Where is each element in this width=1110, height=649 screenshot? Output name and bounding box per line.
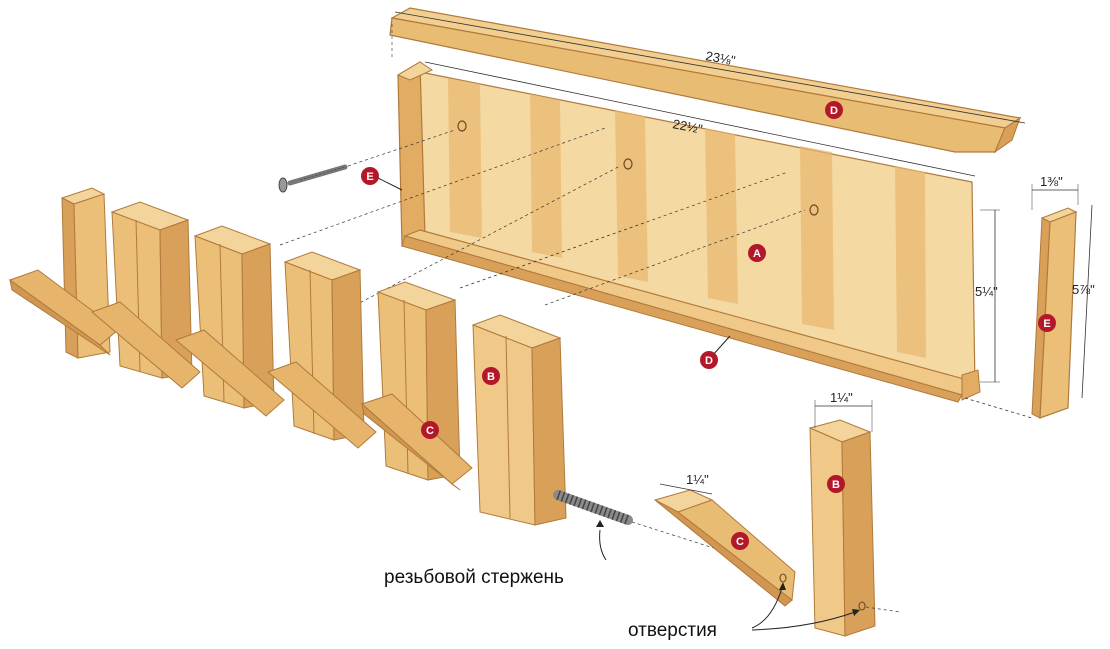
dim-hook-width: 1¼" [686,472,709,487]
badge-b-single: B [827,475,845,493]
dimension-back-height: 5¼" [975,209,1000,383]
dimension-hook-width: 1¼" [659,472,713,495]
badge-c-row: C [421,421,439,439]
dim-side-width: 1⅜" [1040,174,1063,189]
label-threaded-rod: резьбовой стержень [384,567,564,588]
badge-e-right: E [1038,314,1056,332]
badge-e-right-label: E [1043,318,1050,330]
badge-e-left-label: E [366,171,373,183]
badge-b-row: B [482,367,500,385]
label-holes: отверстия [628,620,717,641]
badge-e-left: E [361,167,403,191]
badge-b-single-label: B [832,479,840,491]
dimension-side-width: 1⅜" [1031,174,1079,210]
peg-piece-b [808,419,901,637]
dim-back-height: 5¼" [975,284,998,299]
badge-a-label: A [753,248,761,260]
dim-top-length: 23⅛" [704,48,736,68]
dimension-side-height: 5⅞" [1072,204,1095,399]
dimension-peg-width: 1¼" [814,390,873,432]
badge-c-single-label: C [736,536,744,548]
badge-c-single: C [731,532,749,550]
dim-peg-width: 1¼" [830,390,853,405]
threaded-rod [553,490,721,561]
badge-d-bottom: D [700,335,731,369]
peg-assembly-row [8,187,567,526]
hook-piece-c [653,489,796,607]
badge-d-bottom-label: D [705,355,713,367]
screw [278,129,456,193]
side-piece-e [1031,207,1078,419]
badge-c-row-label: C [426,425,434,437]
assembly-lines [279,127,806,309]
label-holes-group: отверстия [628,582,860,641]
badge-d-top: D [825,101,843,119]
dimension-top-length: 23⅛" [391,11,1026,124]
dim-back-length: 22½" [671,116,704,137]
badge-b-row-label: B [487,371,495,383]
dim-side-height: 5⅞" [1072,282,1095,297]
dimension-back-length: 22½" [424,61,976,177]
badge-a: A [748,244,766,262]
badge-d-top-label: D [830,105,838,117]
